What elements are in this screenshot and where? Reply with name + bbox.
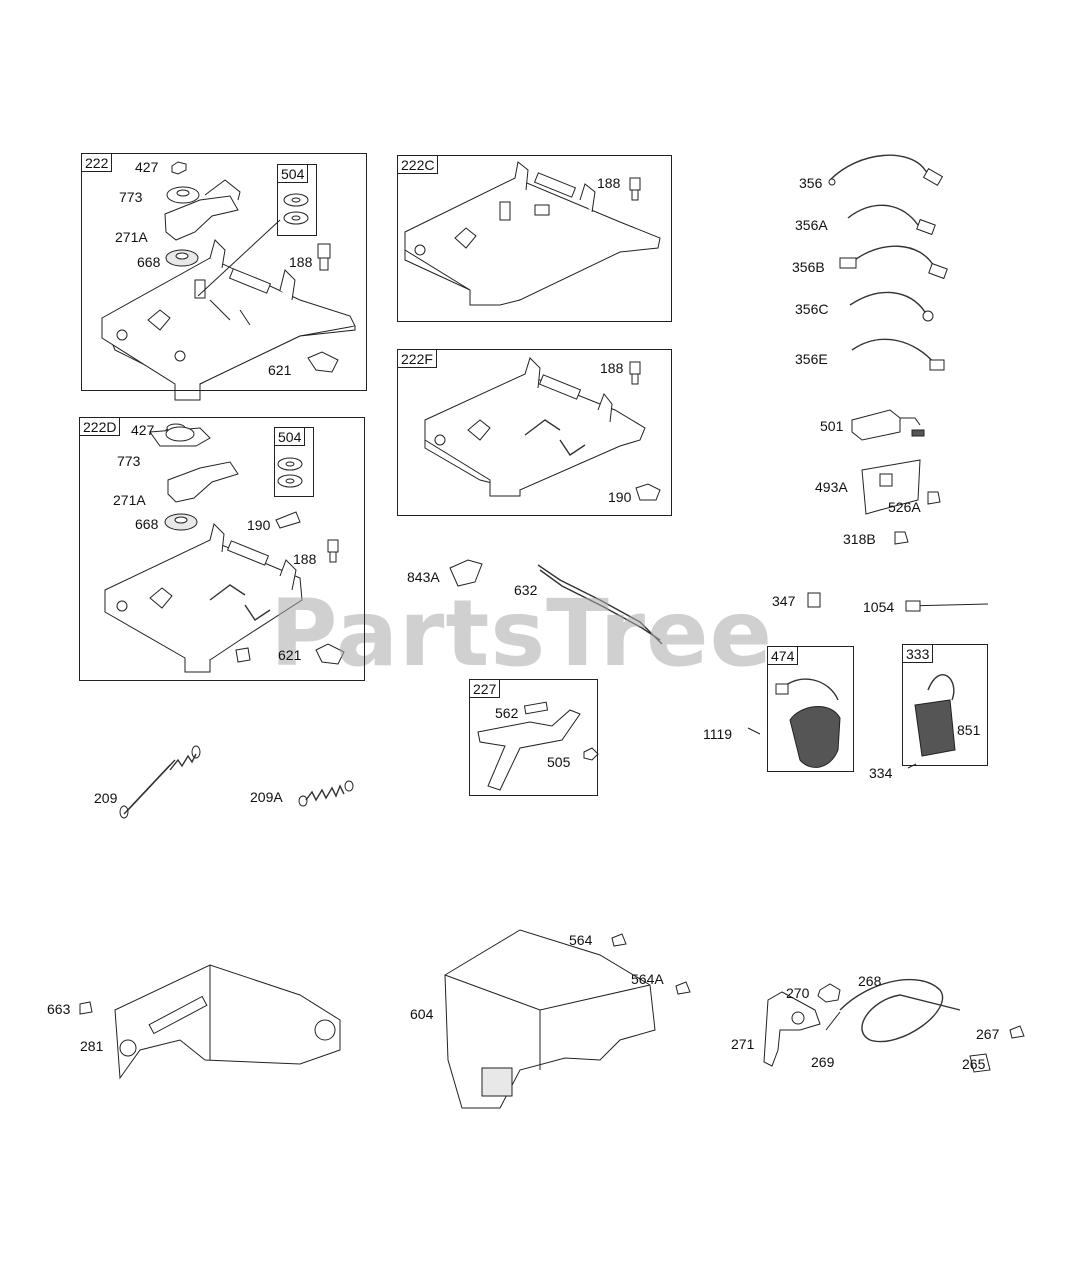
callout-268[interactable]: 268 <box>858 973 882 989</box>
group-label-333[interactable]: 333 <box>902 644 934 663</box>
callout-334[interactable]: 334 <box>869 765 893 781</box>
group-box-222 <box>81 153 367 391</box>
callout-265[interactable]: 265 <box>962 1056 986 1072</box>
callout-271a[interactable]: 271A <box>115 229 148 245</box>
group-label-474[interactable]: 474 <box>767 646 799 665</box>
callout-271[interactable]: 271 <box>731 1036 755 1052</box>
callout-356a[interactable]: 356A <box>795 217 828 233</box>
callout-668[interactable]: 668 <box>137 254 161 270</box>
callout-190-f[interactable]: 190 <box>608 489 632 505</box>
governor-parts-222d-drawing <box>149 423 345 665</box>
callout-209a[interactable]: 209A <box>250 789 283 805</box>
spring-209a-drawing <box>298 780 354 807</box>
callout-270[interactable]: 270 <box>786 985 810 1001</box>
group-box-474 <box>767 646 854 772</box>
base-plate-222-drawing <box>101 239 356 401</box>
group-box-333 <box>902 644 988 766</box>
throttle-parts-drawing <box>763 978 1025 1073</box>
group-box-227 <box>469 679 598 796</box>
callout-564[interactable]: 564 <box>569 932 593 948</box>
callout-843a[interactable]: 843A <box>407 569 440 585</box>
group-box-222c <box>397 155 672 322</box>
callout-269[interactable]: 269 <box>811 1054 835 1070</box>
callout-356[interactable]: 356 <box>799 175 823 191</box>
callout-773[interactable]: 773 <box>119 189 143 205</box>
callout-493a[interactable]: 493A <box>815 479 848 495</box>
callout-604[interactable]: 604 <box>410 1006 434 1022</box>
callout-668-d[interactable]: 668 <box>135 516 159 532</box>
callout-427-d[interactable]: 427 <box>131 422 155 438</box>
callout-773-d[interactable]: 773 <box>117 453 141 469</box>
ignition-474-drawing <box>775 678 841 768</box>
callout-621[interactable]: 621 <box>268 362 292 378</box>
callout-501[interactable]: 501 <box>820 418 844 434</box>
callout-851[interactable]: 851 <box>957 722 981 738</box>
group-label-222d[interactable]: 222D <box>79 417 121 436</box>
link-632-drawing <box>537 564 663 645</box>
callout-209[interactable]: 209 <box>94 790 118 806</box>
group-label-222c[interactable]: 222C <box>397 155 439 174</box>
callout-347[interactable]: 347 <box>772 593 796 609</box>
module-333-drawing <box>914 674 956 757</box>
cover-604-drawing <box>444 929 691 1109</box>
callout-356c[interactable]: 356C <box>795 301 829 317</box>
bracket-493a-drawing <box>861 459 941 545</box>
callout-505[interactable]: 505 <box>547 754 571 770</box>
base-plate-222c-drawing <box>404 161 661 306</box>
callout-190-d[interactable]: 190 <box>247 517 271 533</box>
wires-356-drawing <box>828 154 948 371</box>
callout-564a[interactable]: 564A <box>631 971 664 987</box>
washers-504b-drawing <box>277 457 303 488</box>
callout-188[interactable]: 188 <box>289 254 313 270</box>
callout-427[interactable]: 427 <box>135 159 159 175</box>
rectifier-501-drawing <box>851 409 925 441</box>
callout-356b[interactable]: 356B <box>792 259 825 275</box>
washers-504-drawing <box>283 193 309 225</box>
bracket-227-drawing <box>477 701 599 791</box>
callout-267[interactable]: 267 <box>976 1026 1000 1042</box>
group-label-222[interactable]: 222 <box>81 153 113 172</box>
group-box-222f <box>397 349 672 516</box>
callout-562[interactable]: 562 <box>495 705 519 721</box>
callout-526a[interactable]: 526A <box>888 499 921 515</box>
bracket-281-drawing <box>79 964 341 1080</box>
callout-1119[interactable]: 1119 <box>703 726 733 742</box>
group-label-222f[interactable]: 222F <box>397 349 437 368</box>
callout-188-f[interactable]: 188 <box>600 360 624 376</box>
callout-663[interactable]: 663 <box>47 1001 71 1017</box>
spring-209-drawing <box>119 745 201 819</box>
callout-356e[interactable]: 356E <box>795 351 828 367</box>
group-label-504b[interactable]: 504 <box>274 427 306 446</box>
callout-621-d[interactable]: 621 <box>278 647 302 663</box>
callout-188-d[interactable]: 188 <box>293 551 317 567</box>
callout-188-c[interactable]: 188 <box>597 175 621 191</box>
clip-843a-drawing <box>449 559 483 587</box>
base-plate-222d-drawing <box>104 523 303 673</box>
callout-632[interactable]: 632 <box>514 582 538 598</box>
callout-1054[interactable]: 1054 <box>863 599 895 615</box>
callout-318b[interactable]: 318B <box>843 531 876 547</box>
group-label-227[interactable]: 227 <box>469 679 501 698</box>
base-plate-222f-drawing <box>424 357 661 501</box>
callout-271a-d[interactable]: 271A <box>113 492 146 508</box>
callout-281[interactable]: 281 <box>80 1038 104 1054</box>
group-label-504[interactable]: 504 <box>277 164 309 183</box>
group-box-222d <box>79 417 365 681</box>
governor-parts-222-drawing <box>164 161 339 373</box>
small-parts-drawing <box>747 592 989 769</box>
